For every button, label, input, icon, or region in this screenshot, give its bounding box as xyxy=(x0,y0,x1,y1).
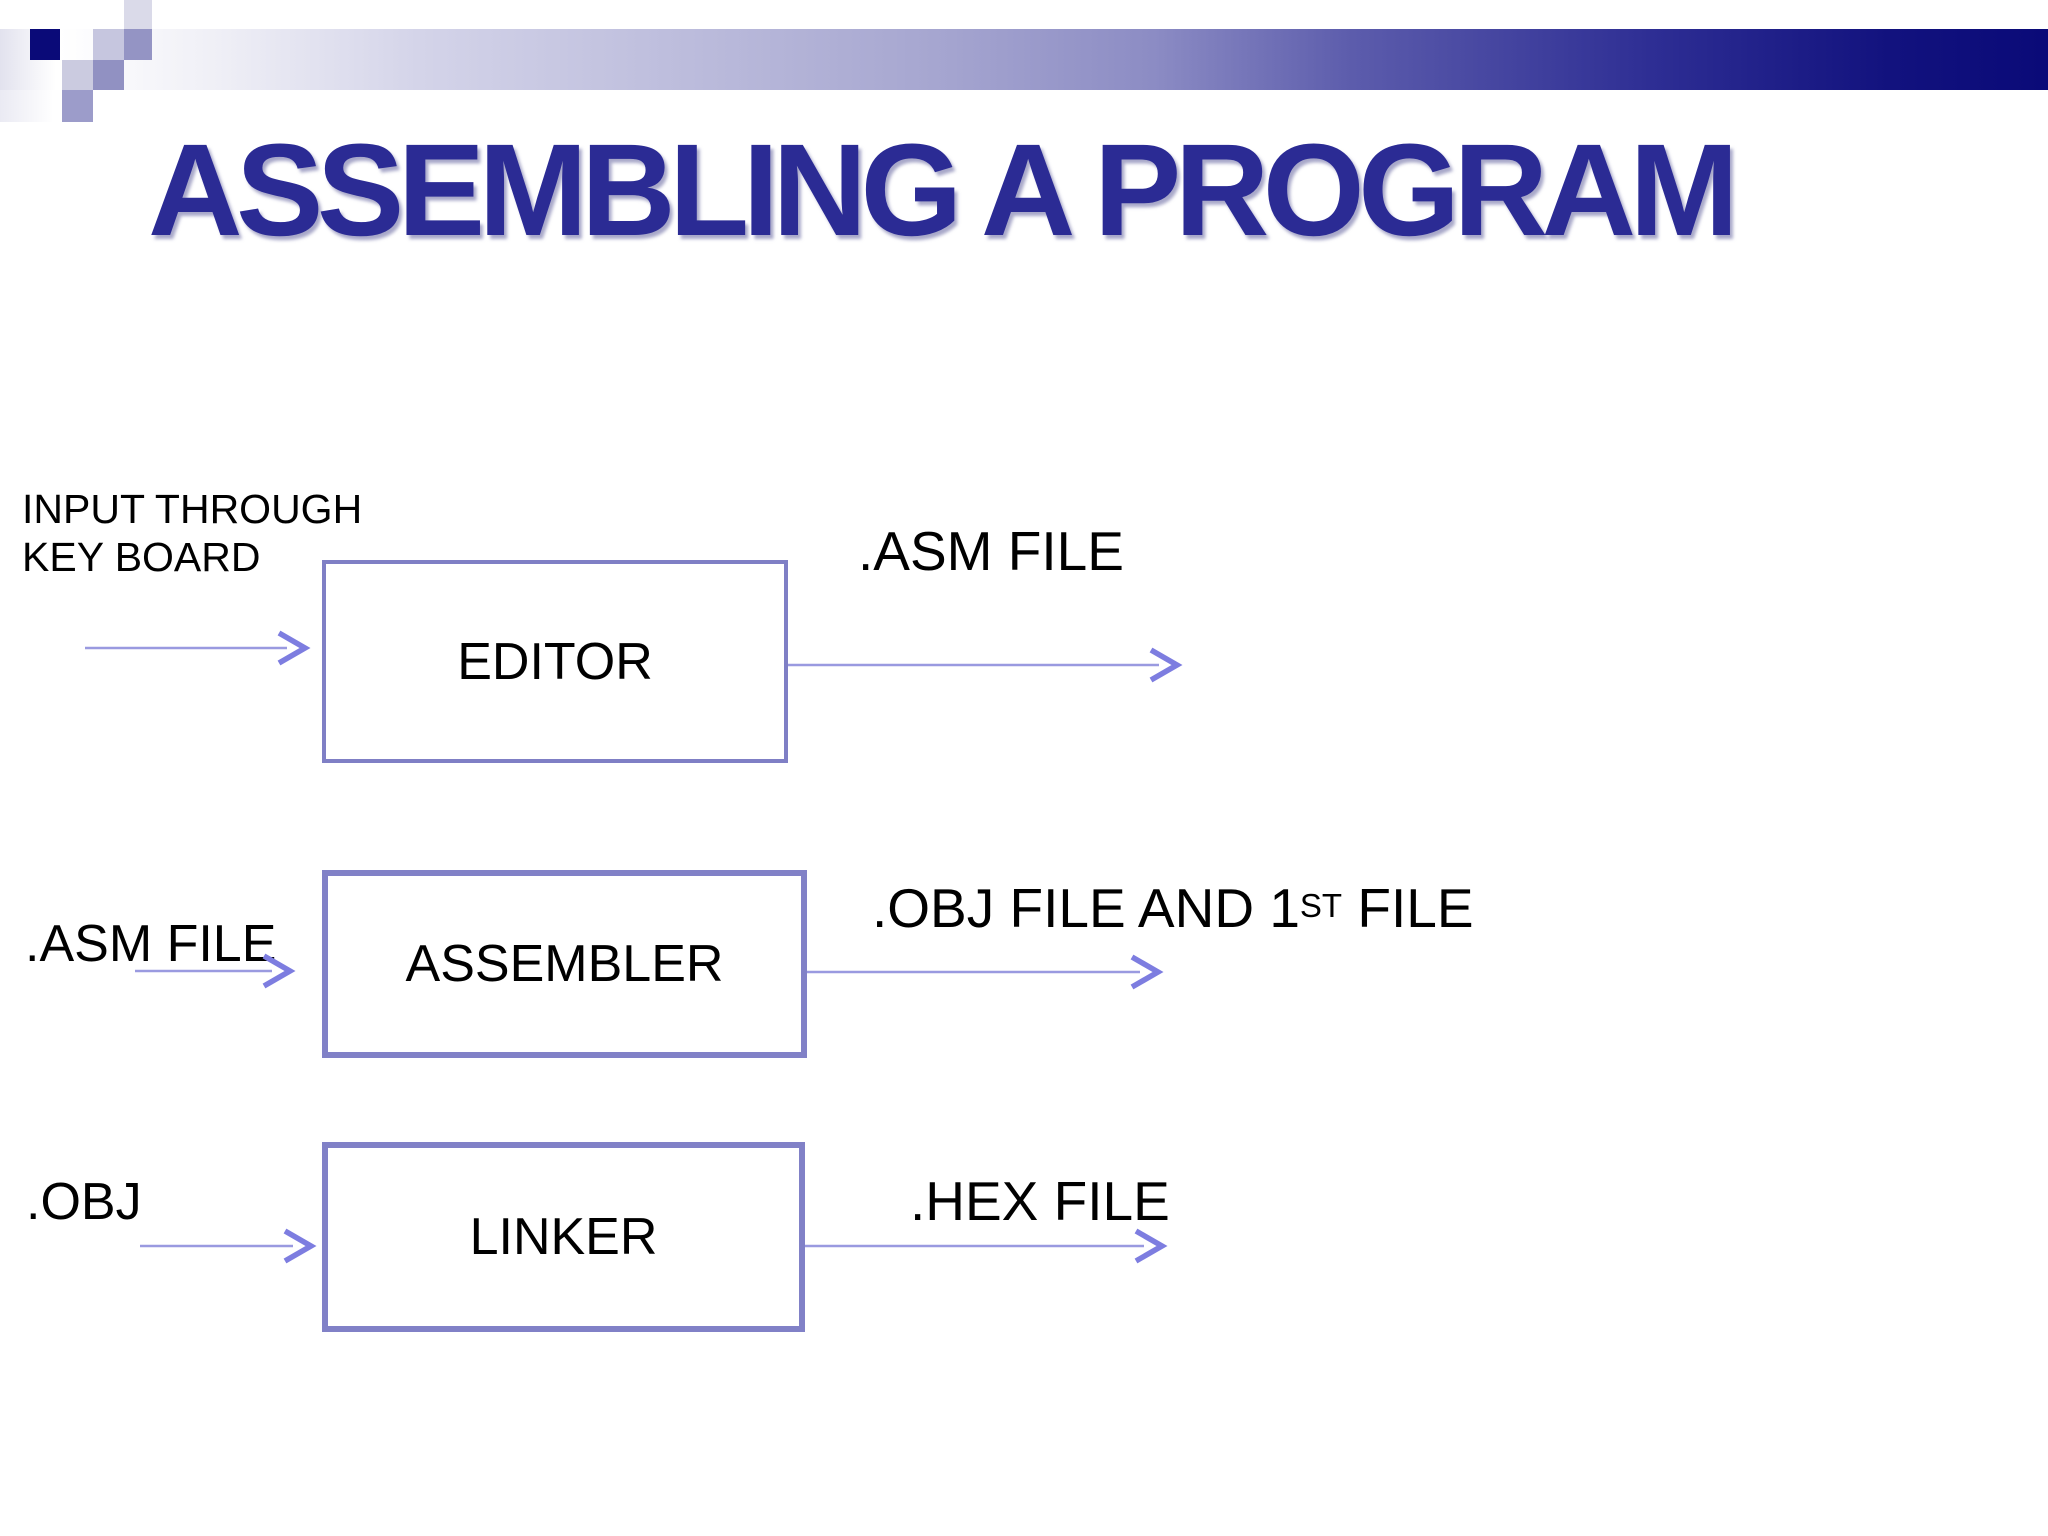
linker-input-arrow-icon xyxy=(140,1228,317,1264)
obj-file-output-superscript: ST xyxy=(1299,887,1343,925)
keyboard-input-label: INPUT THROUGH KEY BOARD xyxy=(22,485,362,581)
editor-input-arrow-icon xyxy=(85,630,311,666)
editor-box-label: EDITOR xyxy=(457,632,653,691)
slide-title: ASSEMBLING A PROGRAM xyxy=(148,116,1739,263)
obj-file-output-label: .OBJ FILE AND 1ST FILE xyxy=(872,877,1474,940)
assembler-output-arrow-icon xyxy=(807,954,1164,990)
editor-box: EDITOR xyxy=(322,560,788,763)
obj-input-label: .OBJ xyxy=(26,1173,142,1231)
decor-square-navy xyxy=(30,29,60,60)
banner-left-fade-lower xyxy=(0,90,58,122)
asm-file-input-label: .ASM FILE xyxy=(25,915,277,973)
decor-square-medium xyxy=(124,29,152,60)
hex-file-output-label: .HEX FILE xyxy=(910,1170,1170,1232)
decor-square-light xyxy=(93,29,124,60)
assembler-box-label: ASSEMBLER xyxy=(405,935,724,993)
decor-square-light-top xyxy=(124,0,152,29)
editor-output-arrow-icon xyxy=(788,647,1183,683)
linker-box-label: LINKER xyxy=(469,1208,658,1266)
asm-file-output-label: .ASM FILE xyxy=(858,520,1124,582)
linker-box: LINKER xyxy=(322,1142,805,1332)
banner-gradient-bar xyxy=(60,29,2048,90)
decor-square-medium-3 xyxy=(62,90,93,122)
obj-file-output-prefix: .OBJ FILE AND 1 xyxy=(872,877,1300,939)
keyboard-input-line1: INPUT THROUGH xyxy=(22,486,363,532)
assembler-input-arrow-icon xyxy=(135,953,296,989)
decor-square-medium-2 xyxy=(93,60,124,90)
assembler-box: ASSEMBLER xyxy=(322,870,807,1058)
decor-square-light-2 xyxy=(62,60,93,90)
keyboard-input-line2: KEY BOARD xyxy=(22,534,261,580)
obj-file-output-suffix: FILE xyxy=(1342,877,1474,939)
linker-output-arrow-icon xyxy=(805,1228,1168,1264)
